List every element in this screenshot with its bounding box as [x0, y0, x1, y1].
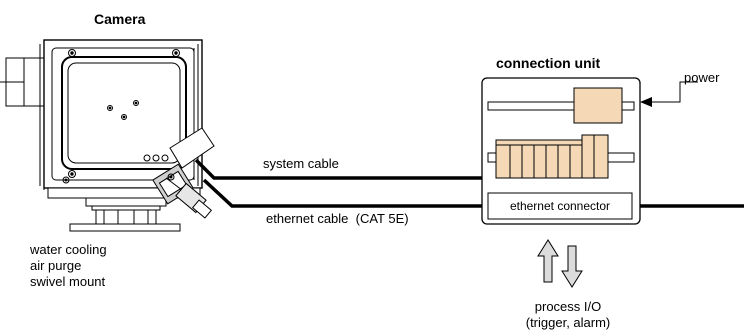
terminal-block [487, 134, 635, 179]
power-label: power [684, 70, 720, 85]
process-io-line1: process I/O [534, 299, 602, 314]
connection-unit-title: connection unit [496, 55, 601, 71]
process-io-line2: (trigger, alarm) [525, 315, 611, 330]
connection-unit [481, 77, 641, 225]
camera-features: water cooling air purge swivel mount [30, 242, 107, 290]
feature-water-cooling: water cooling [30, 242, 107, 257]
feature-swivel-mount: swivel mount [30, 274, 106, 289]
ethernet-connector-box [487, 192, 633, 220]
camera [0, 39, 215, 232]
camera-lens-housing [0, 40, 45, 190]
cables [194, 158, 744, 208]
camera-connector-fitting [152, 127, 215, 219]
camera-title: Camera [94, 11, 146, 27]
io-arrow-down [561, 245, 583, 288]
system-cable-label: system cable [263, 156, 339, 171]
process-io-arrows [537, 239, 583, 288]
io-arrow-up [537, 239, 559, 283]
power-arrow [640, 81, 698, 107]
camera-base [47, 176, 201, 232]
feature-air-purge: air purge [30, 258, 82, 273]
process-io-label: process I/O (trigger, alarm) [508, 299, 628, 331]
system-cable-line [194, 158, 482, 180]
ethernet-cable-label: ethernet cable (CAT 5E) [266, 211, 409, 226]
power-rail [487, 87, 635, 124]
ethernet-cable-line [202, 178, 482, 208]
ethernet-connector-label: ethernet connector [509, 199, 611, 213]
